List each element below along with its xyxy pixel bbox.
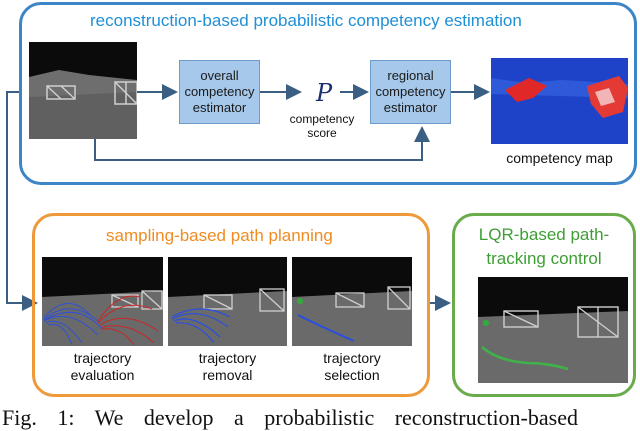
competency-map-image bbox=[491, 58, 628, 144]
regional-estimator-line2: competency bbox=[375, 84, 446, 99]
score-label-line2: score bbox=[307, 126, 337, 140]
selection-label-line2: selection bbox=[324, 367, 380, 383]
path-tracking-image bbox=[478, 277, 628, 383]
trajectory-selection-label: trajectory selection bbox=[292, 350, 412, 384]
regional-competency-estimator: regional competency estimator bbox=[370, 60, 451, 124]
removal-label-line2: removal bbox=[202, 367, 253, 383]
path-tracking-title-line2: tracking control bbox=[486, 249, 602, 268]
trajectory-evaluation-label: trajectory evaluation bbox=[42, 350, 163, 384]
selection-label-line1: trajectory bbox=[323, 350, 381, 366]
path-tracking-title: LQR-based path- tracking control bbox=[455, 223, 633, 271]
regional-estimator-line3: estimator bbox=[383, 100, 438, 115]
overall-estimator-line1: overall bbox=[200, 68, 239, 83]
competency-score-label: competency score bbox=[283, 112, 361, 140]
regional-estimator-line1: regional bbox=[387, 68, 434, 83]
competency-score-symbol: P bbox=[316, 79, 333, 107]
competency-panel-title: reconstruction-based probabilistic compe… bbox=[90, 11, 522, 30]
competency-map-label: competency map bbox=[506, 150, 613, 166]
evaluation-label-line1: trajectory bbox=[73, 350, 132, 366]
overall-estimator-line2: competency bbox=[184, 84, 255, 99]
overall-estimator-line3: estimator bbox=[192, 100, 247, 115]
removal-label-line1: trajectory bbox=[198, 350, 257, 366]
trajectory-selection-image bbox=[292, 257, 412, 346]
overall-competency-estimator: overall competency estimator bbox=[179, 60, 260, 124]
competency-estimation-panel bbox=[19, 2, 637, 185]
trajectory-removal-image bbox=[168, 257, 287, 346]
figure-caption: Fig. 1: We develop a probabilistic recon… bbox=[2, 405, 578, 430]
path-planning-title: sampling-based path planning bbox=[106, 226, 333, 245]
score-label-line1: competency bbox=[289, 112, 355, 126]
input-terrain-image bbox=[29, 42, 137, 139]
path-planning-panel bbox=[32, 213, 430, 397]
path-tracking-title-line1: LQR-based path- bbox=[478, 225, 610, 244]
path-tracking-control-panel bbox=[452, 213, 636, 397]
evaluation-label-line2: evaluation bbox=[70, 367, 135, 383]
trajectory-evaluation-image bbox=[42, 257, 163, 346]
trajectory-removal-label: trajectory removal bbox=[168, 350, 287, 384]
